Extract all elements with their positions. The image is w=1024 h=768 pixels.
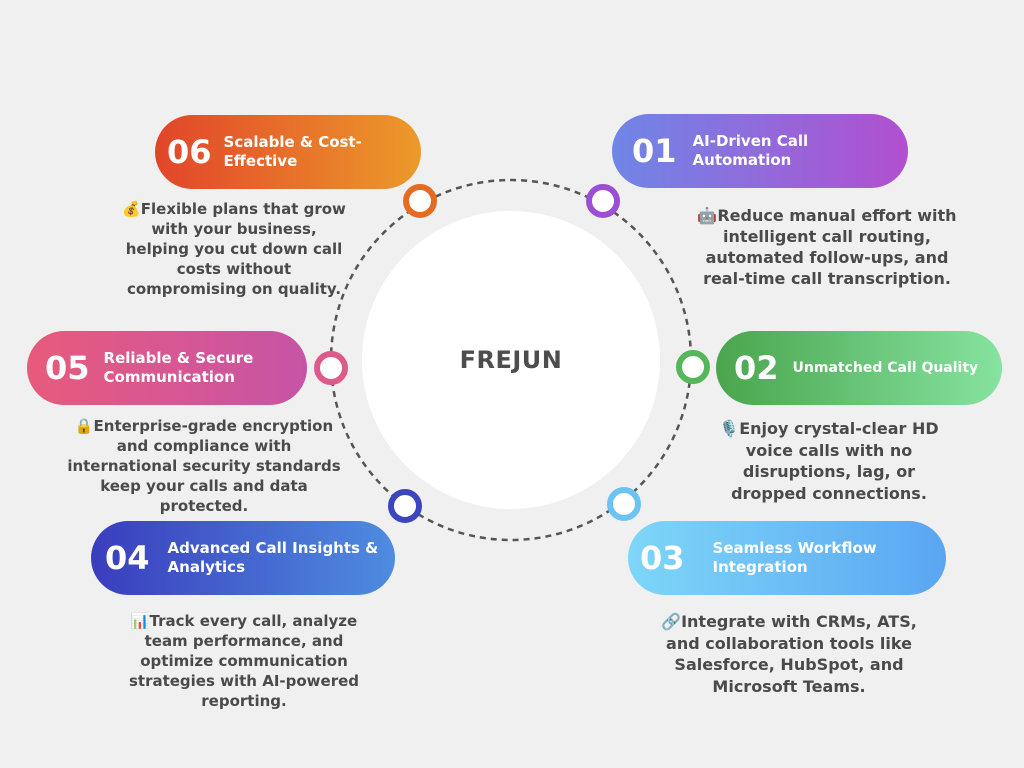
feature-description-02: 🎙️Enjoy crystal-clear HD voice calls wit… — [712, 418, 946, 504]
feature-pill-06: 06 Scalable & Cost-Effective — [155, 115, 421, 189]
robot-icon: 🤖 — [697, 206, 718, 225]
feature-description-04: 📊Track every call, analyze team performa… — [122, 611, 366, 711]
link-icon: 🔗 — [661, 612, 682, 631]
feature-description-text: Enterprise-grade encryption and complian… — [67, 417, 341, 515]
feature-number: 02 — [734, 349, 779, 387]
feature-title: Scalable & Cost-Effective — [223, 133, 362, 170]
feature-pill-02: 02 Unmatched Call Quality — [716, 331, 1002, 405]
feature-number: 05 — [45, 349, 90, 387]
feature-description-text: Flexible plans that grow with your busin… — [125, 200, 346, 298]
feature-description-03: 🔗Integrate with CRMs, ATS, and collabora… — [650, 611, 928, 697]
money-bag-icon: 💰 — [122, 200, 141, 218]
feature-number: 06 — [167, 133, 212, 171]
lock-icon: 🔒 — [74, 417, 94, 435]
ring-node-05 — [314, 351, 348, 385]
ring-node-04 — [388, 489, 422, 523]
feature-pill-04: 04 Advanced Call Insights & Analytics — [91, 521, 395, 595]
feature-description-text: Enjoy crystal-clear HD voice calls with … — [731, 419, 939, 503]
center-title: FREJUN — [459, 346, 563, 374]
ring-node-01 — [586, 184, 620, 218]
feature-number: 04 — [105, 539, 150, 577]
bar-chart-icon: 📊 — [130, 612, 150, 630]
feature-description-01: 🤖Reduce manual effort with intelligent c… — [690, 205, 964, 289]
feature-number: 01 — [632, 132, 677, 170]
feature-title: Reliable & Secure Communication — [103, 349, 254, 386]
ring-node-03 — [607, 487, 641, 521]
ring-node-02 — [676, 350, 710, 384]
feature-title: Advanced Call Insights & Analytics — [167, 539, 379, 576]
feature-description-text: Track every call, analyze team performan… — [128, 612, 360, 710]
feature-number: 03 — [640, 539, 685, 577]
ring-node-06 — [403, 184, 437, 218]
feature-description-06: 💰Flexible plans that grow with your busi… — [120, 199, 348, 299]
feature-pill-01: 01 AI-Driven Call Automation — [612, 114, 908, 188]
feature-pill-03: 03 Seamless Workflow Integration — [628, 521, 946, 595]
feature-title: Seamless Workflow Integration — [712, 539, 877, 576]
feature-title: AI-Driven Call Automation — [692, 132, 809, 169]
feature-pill-05: 05 Reliable & Secure Communication — [27, 331, 307, 405]
feature-title: Unmatched Call Quality — [792, 359, 979, 376]
feature-description-05: 🔒Enterprise-grade encryption and complia… — [66, 416, 342, 516]
feature-description-text: Integrate with CRMs, ATS, and collaborat… — [666, 612, 917, 696]
center-circle: FREJUN — [362, 211, 660, 509]
microphone-icon: 🎙️ — [719, 419, 740, 438]
feature-description-text: Reduce manual effort with intelligent ca… — [703, 206, 957, 288]
